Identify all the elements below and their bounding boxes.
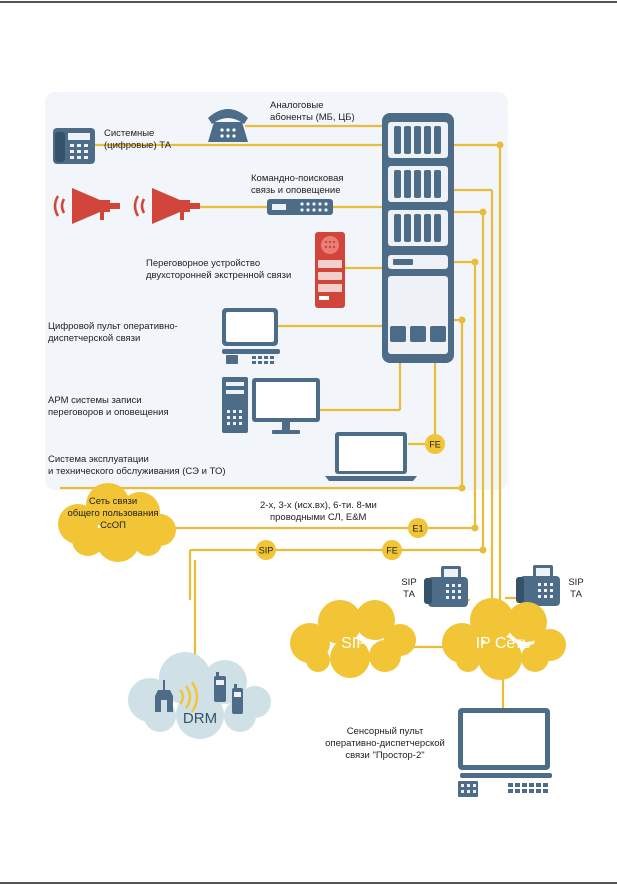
maint-label-line-2: и технического обслуживания (СЭ и ТО) [48,466,226,477]
trunk-lines-label: 2-х, 3-х (исх.вх), 6-ти. 8-ми проводными… [260,500,377,523]
pstn-label: Сеть связи общего пользования СсОП [67,496,158,531]
command-label-line-1: Командно-поисковая [251,173,344,184]
system-ta-label-line-1: Системные [104,128,154,139]
e1-badge: E1 [408,518,428,538]
ip-network-cloud [442,598,566,680]
drm-cloud-label: DRM [183,710,217,727]
console-label-line-1: Цифровой пульт оперативно- [48,321,178,332]
arm-label-line-1: АРМ системы записи [48,395,142,406]
sip-cloud [290,600,416,678]
radio-tower-icon [155,680,199,713]
analog-phone-icon [208,109,248,142]
handheld-radio-icon [214,672,243,714]
loudspeaker-icon-right [133,188,200,224]
sip-badge-label: SIP [259,546,274,556]
sip-ta-right-line-1: SIP [568,577,583,588]
intercom-label-line-2: двухсторонней экстренной связи [146,270,291,281]
sip-ta-left-label: SIP ТА [401,577,416,600]
sip-ta-left-line-1: SIP [401,577,416,588]
system-phone-icon [53,128,95,164]
pstn-label-line-2: общего пользования [67,508,158,519]
system-ta-label-line-2: (цифровые) ТА [104,140,172,151]
pstn-label-line-3: СсОП [100,520,126,531]
digital-console-label: Цифровой пульт оперативно- диспетчерской… [48,321,178,344]
fe-badge-top: FE [425,434,445,454]
analog-label-line-2: абоненты (МБ, ЦБ) [270,112,355,123]
sip-ta-right-label: SIP ТА [568,577,583,600]
lines-label-line-2: проводными СЛ, E&M [270,512,367,523]
sensor-console-label: Сенсорный пульт оперативно-диспетчерской… [325,726,445,761]
ip-cloud-label: IP Сеть [476,635,531,652]
console-label-line-2: диспетчерской связи [48,333,140,344]
connection-dots [458,141,504,554]
loudspeaker-icon-left [53,188,120,224]
intercom-label-line-1: Переговорное устройство [146,258,260,269]
arm-label-line-2: переговоров и оповещения [48,407,169,418]
sip-ta-right-line-2: ТА [570,589,582,600]
system-phones-label: Системные (цифровые) ТА [104,128,172,151]
analog-label-line-1: Аналоговые [270,100,324,111]
maint-label-line-1: Система эксплуатации [48,454,149,465]
command-search-label: Командно-поисковая связь и оповещение [251,173,344,196]
e1-badge-label: E1 [412,524,423,534]
sip-badge: SIP [256,540,276,560]
maintenance-label: Система эксплуатации и технического обсл… [48,454,226,477]
lines-label-line-1: 2-х, 3-х (исх.вх), 6-ти. 8-ми [260,500,377,511]
dispatcher-console-icon [222,308,280,364]
sip-phone-icon-right [516,565,560,606]
maintenance-laptop-icon [325,432,417,481]
sensor-label-line-3: связи "Простор-2" [345,750,424,761]
command-unit-icon [267,199,333,215]
intercom-device-icon [315,232,345,308]
sip-cloud-label: SIP [341,635,367,652]
pbx-server-rack [382,113,454,363]
pstn-cloud [58,483,176,562]
command-label-line-2: связь и оповещение [251,185,341,196]
fe-badge-bottom-label: FE [386,546,398,556]
sensor-label-line-2: оперативно-диспетчерской [325,738,445,749]
sensor-console-icon [458,708,552,797]
analog-subscribers-label: Аналоговые абоненты (МБ, ЦБ) [270,100,355,123]
sip-phone-icon-left [424,566,468,607]
fe-badge-top-label: FE [429,440,441,450]
arm-recording-label: АРМ системы записи переговоров и оповеще… [48,395,169,418]
intercom-label: Переговорное устройство двухсторонней эк… [146,258,291,281]
fe-badge-bottom: FE [382,540,402,560]
recording-workstation-icon [222,377,320,434]
sip-ta-left-line-2: ТА [403,589,415,600]
pstn-label-line-1: Сеть связи [89,496,137,507]
sensor-label-line-1: Сенсорный пульт [347,726,424,737]
